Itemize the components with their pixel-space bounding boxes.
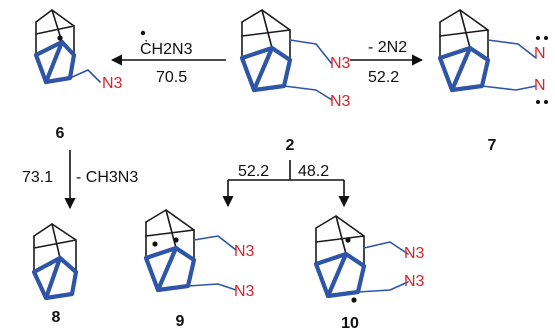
compound-7-structure: N N [437, 9, 548, 104]
azide-label-bottom: N3 [404, 273, 425, 290]
azide-label-top: N3 [404, 245, 425, 262]
radical-dot [173, 237, 179, 243]
lone-pair-dot [544, 100, 548, 104]
azide-label: N3 [102, 75, 123, 92]
energy-label-to7: 52.2 [368, 69, 399, 86]
reagent-label-to6: ĊH2N3 [140, 38, 193, 58]
radical-dot [140, 30, 146, 36]
compound-8-structure [31, 223, 79, 301]
lone-pair-dot [544, 36, 548, 40]
lone-pair-dot [536, 36, 540, 40]
azide-label-bottom: N3 [330, 93, 351, 110]
energy-label-to10: 48.2 [298, 163, 329, 180]
radical-dot [345, 237, 351, 243]
radical-dot [152, 241, 158, 247]
compound-number-2: 2 [286, 137, 295, 154]
energy-label-to9: 52.2 [238, 163, 269, 180]
azide-label-top: N3 [234, 243, 255, 260]
radical-dot [57, 35, 63, 41]
compound-number-7: 7 [488, 137, 497, 154]
nitrene-label-top: N [534, 45, 546, 62]
compound-10-structure: N3 N3 [313, 215, 425, 303]
compound-number-9: 9 [176, 313, 185, 330]
compound-9-structure: N3 N3 [143, 209, 255, 300]
compound-6-structure: N3 [33, 9, 123, 92]
nitrene-label-bottom: N [534, 77, 546, 94]
reagent-label-to7: - 2N2 [368, 39, 407, 56]
arrow-2-branch [222, 160, 350, 208]
radical-dot [351, 297, 357, 303]
compound-2-structure: N3 N3 [239, 9, 351, 110]
lone-pair-dot [536, 100, 540, 104]
energy-label-to6: 70.5 [156, 69, 187, 86]
compound-number-10: 10 [341, 315, 359, 331]
compound-number-6: 6 [56, 125, 65, 142]
energy-label-to8: 73.1 [22, 169, 53, 186]
reagent-label-to8: - CH3N3 [76, 169, 138, 186]
compound-number-8: 8 [52, 309, 61, 326]
azide-label-bottom: N3 [234, 283, 255, 300]
azide-label-top: N3 [330, 55, 351, 72]
